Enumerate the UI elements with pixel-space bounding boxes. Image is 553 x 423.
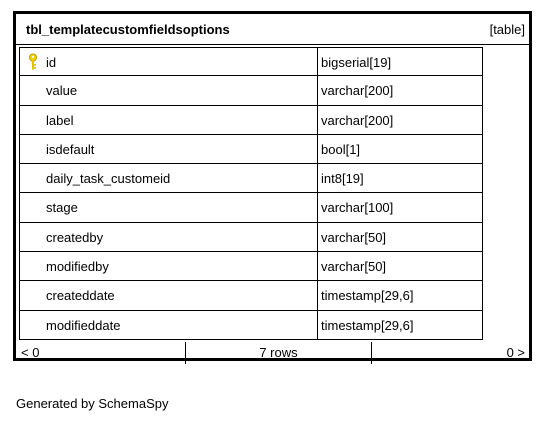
column-name: id bbox=[46, 55, 57, 70]
column-name-cell[interactable]: isdefault bbox=[19, 134, 317, 165]
column-type-cell: varchar[200] bbox=[317, 105, 483, 135]
column-name-cell[interactable]: modifieddate bbox=[19, 310, 317, 340]
column-type-cell: varchar[50] bbox=[317, 222, 483, 253]
column-type: timestamp[29,6] bbox=[321, 317, 414, 333]
column-type: varchar[50] bbox=[321, 229, 387, 245]
column-type: varchar[200] bbox=[321, 83, 394, 99]
column-type: varchar[100] bbox=[321, 200, 394, 216]
column-name-cell[interactable]: label bbox=[19, 105, 317, 135]
row-count-cell: 7 rows bbox=[186, 342, 372, 364]
column-type-cell: varchar[50] bbox=[317, 252, 483, 282]
column-name: daily_task_customeid bbox=[46, 171, 171, 187]
column-type: bigserial[19] bbox=[321, 55, 392, 70]
column-type-cell: bool[1] bbox=[317, 134, 483, 165]
column-type-cell: timestamp[29,6] bbox=[317, 310, 483, 340]
column-type: varchar[200] bbox=[321, 112, 394, 128]
column-type: timestamp[29,6] bbox=[321, 288, 414, 304]
children-link[interactable]: 0 > bbox=[372, 342, 529, 364]
table-kind: [table] bbox=[489, 22, 525, 37]
column-type-cell: varchar[100] bbox=[317, 193, 483, 223]
column-name: label bbox=[46, 112, 74, 128]
column-row: label varchar[200] bbox=[19, 105, 527, 135]
table-footer: < 0 7 rows 0 > bbox=[19, 342, 529, 364]
column-row: stage varchar[100] bbox=[19, 193, 527, 223]
column-name: isdefault bbox=[46, 141, 95, 157]
column-type-cell: timestamp[29,6] bbox=[317, 281, 483, 311]
column-row: isdefault bool[1] bbox=[19, 134, 527, 165]
parents-link[interactable]: < 0 bbox=[19, 342, 186, 364]
column-row: createdby varchar[50] bbox=[19, 222, 527, 253]
column-type-cell: bigserial[19] bbox=[317, 47, 483, 77]
parents-count: < 0 bbox=[21, 345, 40, 360]
table-name[interactable]: tbl_templatecustomfieldsoptions bbox=[26, 22, 230, 37]
key-icon bbox=[29, 53, 37, 70]
column-type: bool[1] bbox=[321, 141, 361, 157]
column-row: createddate timestamp[29,6] bbox=[19, 281, 527, 311]
column-name: createddate bbox=[46, 288, 115, 304]
column-row: modifiedby varchar[50] bbox=[19, 252, 527, 282]
table-box: tbl_templatecustomfieldsoptions [table] … bbox=[13, 11, 532, 364]
column-name-cell[interactable]: createdby bbox=[19, 222, 317, 253]
columns-list: id bigserial[19] value varchar[200] labe… bbox=[19, 47, 527, 340]
column-name: value bbox=[46, 83, 78, 99]
column-name: modifiedby bbox=[46, 259, 109, 275]
children-count: 0 > bbox=[506, 345, 525, 360]
column-row: id bigserial[19] bbox=[19, 47, 527, 77]
table-header: tbl_templatecustomfieldsoptions [table] bbox=[16, 14, 529, 45]
column-type-cell: int8[19] bbox=[317, 164, 483, 194]
column-name: modifieddate bbox=[46, 317, 121, 333]
column-name-cell[interactable]: daily_task_customeid bbox=[19, 164, 317, 194]
column-type: varchar[50] bbox=[321, 259, 387, 275]
column-name-cell[interactable]: createddate bbox=[19, 281, 317, 311]
column-name: createdby bbox=[46, 229, 104, 245]
column-name: stage bbox=[46, 200, 78, 216]
column-name-cell[interactable]: stage bbox=[19, 193, 317, 223]
generated-by-text: Generated by SchemaSpy bbox=[16, 396, 169, 411]
column-row: daily_task_customeid int8[19] bbox=[19, 164, 527, 194]
column-name-cell[interactable]: modifiedby bbox=[19, 252, 317, 282]
column-row: modifieddate timestamp[29,6] bbox=[19, 310, 527, 340]
column-name-cell[interactable]: id bbox=[19, 47, 317, 77]
column-row: value varchar[200] bbox=[19, 76, 527, 106]
column-type: int8[19] bbox=[321, 171, 364, 187]
row-count: 7 rows bbox=[259, 345, 298, 360]
column-name-cell[interactable]: value bbox=[19, 76, 317, 106]
column-type-cell: varchar[200] bbox=[317, 76, 483, 106]
